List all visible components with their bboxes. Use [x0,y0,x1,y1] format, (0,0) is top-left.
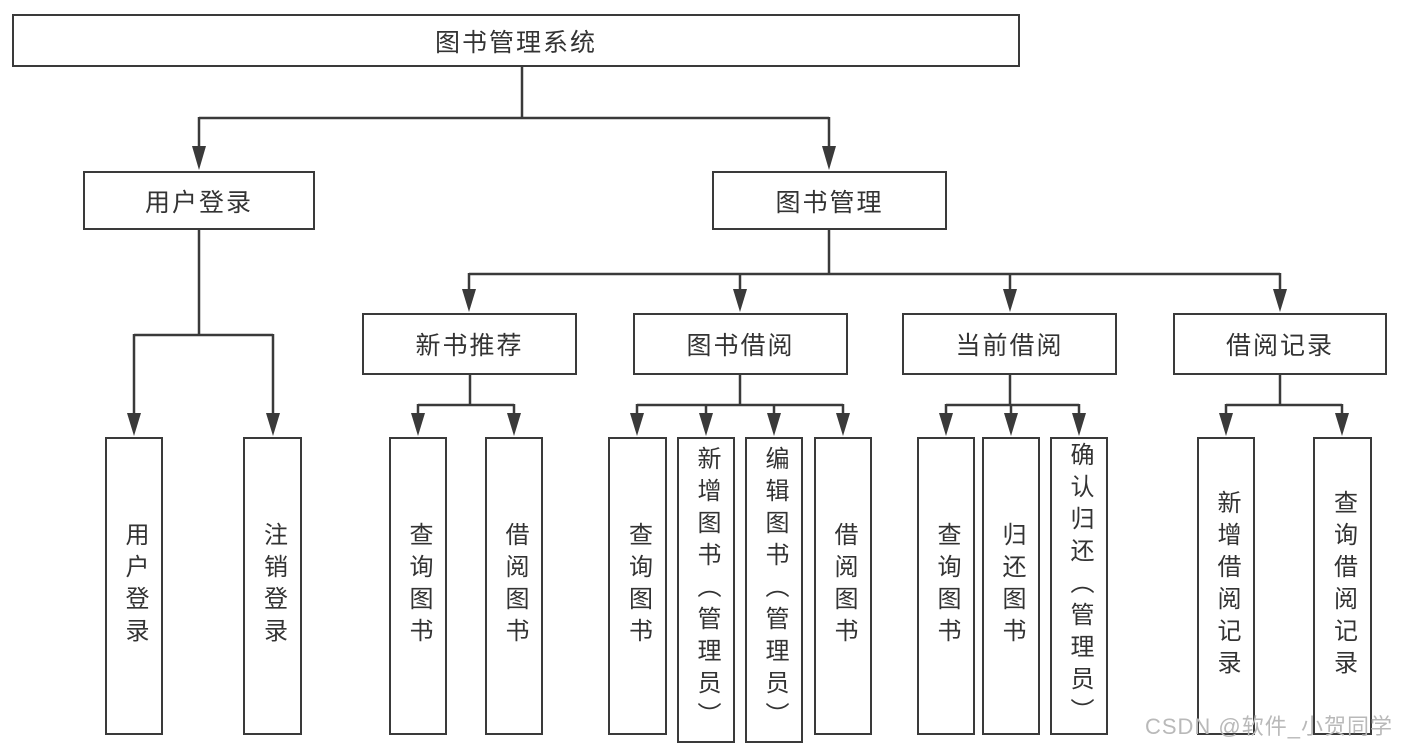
leaf-logout-login-label: 注销登录 [259,522,287,650]
leaf-edit-books-admin-label: 编辑图书（管理员） [761,446,788,734]
node-user-login: 用户登录 [83,171,315,230]
leaf-confirm-return-admin: 确认归还（管理员） [1050,437,1108,735]
node-book-borrowing: 图书借阅 [633,313,848,375]
leaf-query-borrow-record-label: 查询借阅记录 [1329,490,1357,682]
leaf-query-books-3-label: 查询图书 [933,522,960,650]
leaf-add-books-admin: 新增图书（管理员） [677,437,735,743]
leaf-add-borrow-record: 新增借阅记录 [1197,437,1255,735]
leaf-query-books-2: 查询图书 [608,437,667,735]
leaf-edit-books-admin: 编辑图书（管理员） [745,437,803,743]
node-borrowing-records: 借阅记录 [1173,313,1387,375]
leaf-query-books-3: 查询图书 [917,437,975,735]
leaf-logout-login: 注销登录 [243,437,302,735]
leaf-user-login-label: 用户登录 [121,522,148,650]
node-book-management: 图书管理 [712,171,947,230]
leaf-borrow-books-2: 借阅图书 [814,437,872,735]
leaf-return-books-label: 归还图书 [998,522,1025,650]
leaf-borrow-books-1-label: 借阅图书 [501,522,528,650]
leaf-add-borrow-record-label: 新增借阅记录 [1213,490,1240,682]
leaf-add-books-admin-label: 新增图书（管理员） [693,446,720,734]
watermark: CSDN @软件_小贺同学 [1144,714,1393,739]
leaf-query-books-2-label: 查询图书 [624,522,652,650]
leaf-borrow-books-1: 借阅图书 [485,437,543,735]
node-new-book-recommend: 新书推荐 [362,313,577,375]
leaf-query-books-1-label: 查询图书 [405,522,432,650]
leaf-user-login: 用户登录 [105,437,163,735]
arrowheads [127,146,1349,436]
leaf-confirm-return-admin-label: 确认归还（管理员） [1066,442,1093,730]
leaf-return-books: 归还图书 [982,437,1040,735]
leaf-query-borrow-record: 查询借阅记录 [1313,437,1372,735]
node-library-management-system: 图书管理系统 [12,14,1020,67]
node-current-borrowing: 当前借阅 [902,313,1117,375]
leaf-query-books-1: 查询图书 [389,437,447,735]
leaf-borrow-books-2-label: 借阅图书 [830,522,857,650]
